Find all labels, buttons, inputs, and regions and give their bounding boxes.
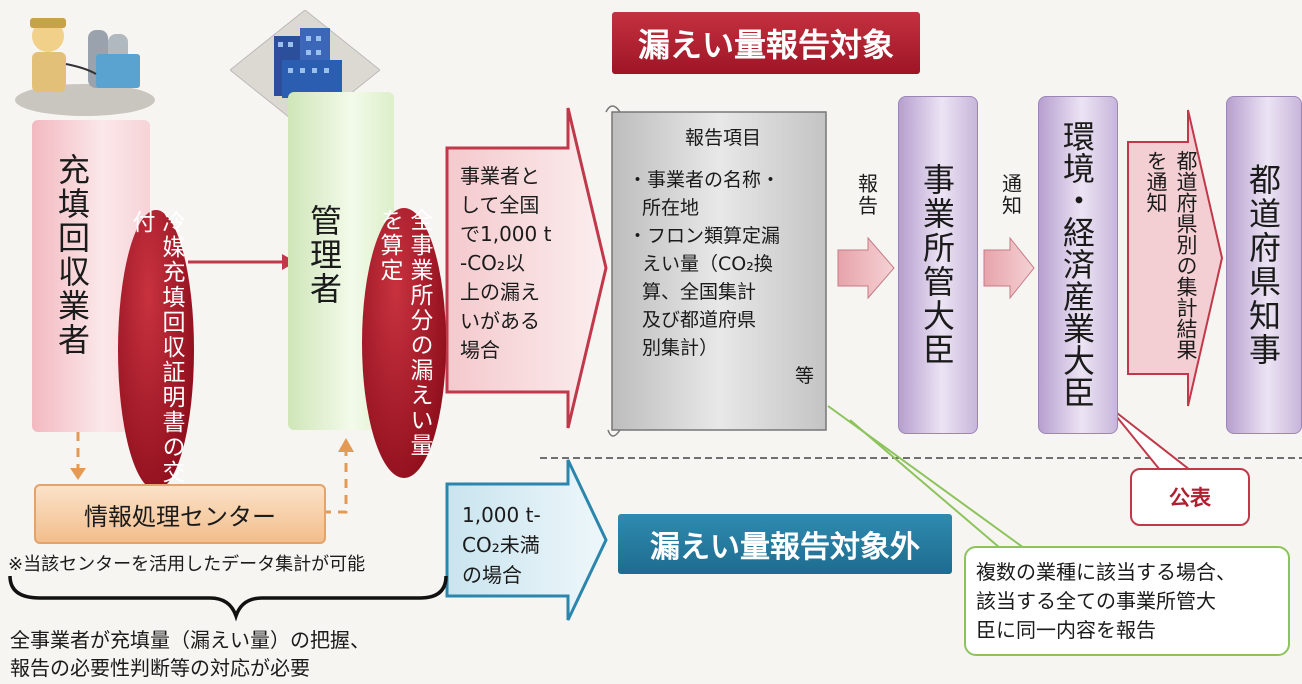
pink-arrow-notify [983,236,1035,300]
condition-over-line: いがある [460,309,540,333]
collector-illustration [15,18,155,116]
condition-under-line: CO₂未満 [462,533,540,557]
publication-pointer [1107,405,1193,471]
condition-under-text: 1,000 t- CO₂未満 の場合 [462,500,541,590]
meti-box [1038,96,1118,434]
condition-over-line: 場合 [460,338,500,362]
blue-arrow-shape [445,459,608,621]
target-banner: 漏えい量報告対象 [612,12,920,74]
dash-collector-down-head [70,468,86,480]
pink-arrow-results [1127,109,1224,407]
multi-industry-note: 複数の業種に該当する場合、 該当する全ての事業所管大 臣に同一内容を報告 [964,546,1290,656]
notify-arrow-label: 通知 [998,173,1023,217]
condition-over-line: 事業者と [460,164,540,188]
report-scroll-shape [611,111,827,431]
info-center-box: 情報処理センター [34,484,326,544]
manager-calc-oval: 全事業所分の漏えい量を算定 [362,208,446,478]
condition-over-line: して全国 [460,193,540,217]
multi-note-line: 臣に同一内容を報告 [976,618,1156,642]
report-item: 所在地 [642,197,700,219]
report-item: えい量（CO₂換 [642,253,773,275]
report-item: 別集計） [642,337,719,359]
info-center-note: ※当該センターを活用したデータ集計が可能 [8,554,366,575]
report-item: 及び都道府県 [642,309,757,331]
condition-under-line: 1,000 t- [462,503,541,527]
bottom-note-line-1: 全事業者が充填量（漏えい量）の把握、 [10,628,370,652]
non-target-banner: 漏えい量報告対象外 [618,514,952,574]
green-pointer-b [849,419,1001,549]
condition-over-line: で1,000 t [460,222,552,246]
meti-label: 環境・経済産業大臣 [1058,120,1096,408]
collector-label: 充填回収業者 [53,153,91,357]
collector-certificate-oval: 冷媒充填回収証明書の交付 [118,210,194,490]
bracket-brace [8,575,448,622]
condition-over-text: 事業者と して全国 で1,000 t -CO₂以 上の漏え いがある 場合 [460,162,551,365]
ministers-box [898,96,978,434]
condition-over-line: 上の漏え [460,280,540,304]
dash-center-to-manager-head [338,438,354,452]
report-items: 報告項目 ・事業者の名称・ 所在地 ・フロン類算定漏 えい量（CO₂換 算、全国… [628,124,818,390]
governor-label: 都道府県知事 [1244,163,1282,367]
report-item: ・事業者の名称・ [628,169,781,191]
ministers-label: 事業所管大臣 [918,163,956,367]
report-title: 報告項目 [684,127,761,149]
report-item: ・フロン類算定漏 [628,225,781,247]
report-etc: 等 [794,365,814,387]
condition-over-line: -CO₂以 [460,251,525,275]
condition-under-line: の場合 [462,563,522,587]
report-arrow-label: 報告 [854,173,879,217]
report-item: 算、全国集計 [642,281,757,303]
pink-arrow-report [837,236,895,300]
bottom-note-line-2: 報告の必要性判断等の対応が必要 [10,656,310,680]
bottom-note: 全事業者が充填量（漏えい量）の把握、 報告の必要性判断等の対応が必要 [10,626,370,682]
manager-label: 管理者 [305,204,343,306]
info-center-label: 情報処理センター [84,502,276,531]
red-arrow-shape [445,107,608,429]
multi-note-line: 複数の業種に該当する場合、 [976,560,1236,584]
dash-center-to-manager [322,450,348,514]
multi-note-line: 該当する全ての事業所管大 [976,589,1216,613]
publication-callout: 公表 [1130,468,1250,526]
publication-label: 公表 [1169,486,1211,510]
notify-results-label: 都道府県別の集計結果を通知 [1144,150,1198,360]
